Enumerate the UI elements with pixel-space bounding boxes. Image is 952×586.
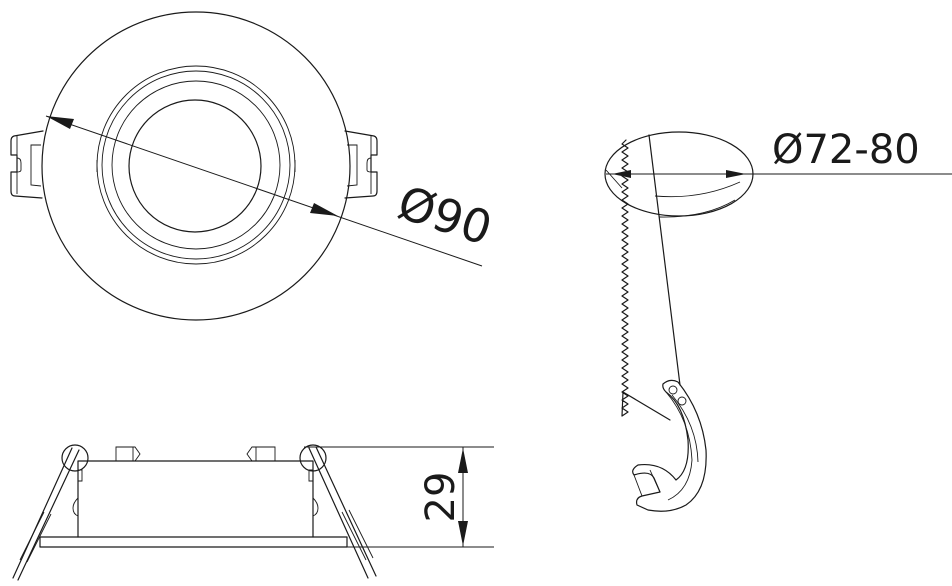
top-tab-left [115, 446, 141, 462]
height-29-label: 29 [418, 472, 464, 523]
spring-arm-right [308, 446, 377, 579]
cutout-diameter-label: Ø72-80 [772, 127, 920, 173]
arrowhead-icon [46, 116, 74, 129]
housing-body [77, 460, 314, 538]
trim-ring-mid [101, 70, 291, 260]
arrowhead-icon [310, 203, 338, 216]
right-spring-clip [344, 130, 378, 199]
arrowhead-icon [612, 170, 631, 178]
cutout-view: Ø72-80 [604, 127, 952, 512]
diameter-90-label: Ø90 [392, 175, 499, 256]
outer-bezel-circle [41, 11, 351, 321]
bezel-flange [39, 536, 348, 548]
arrowhead-icon [726, 170, 746, 178]
arrowhead-icon [458, 448, 468, 473]
hole-saw-icon [621, 134, 707, 512]
arrowhead-icon [458, 521, 468, 546]
side-view: 29 [12, 444, 494, 581]
diameter-90-dimension-line [45, 115, 483, 267]
left-spring-clip [10, 130, 44, 199]
top-view: Ø90 [10, 11, 499, 321]
trim-ring-inner [111, 80, 281, 250]
spring-hinge-right [299, 444, 327, 472]
spring-arm-left [12, 447, 80, 581]
lamp-aperture [128, 99, 262, 233]
trim-ring-outer [96, 65, 296, 265]
spring-hinge-left [61, 444, 89, 472]
top-tab-right [246, 446, 276, 462]
